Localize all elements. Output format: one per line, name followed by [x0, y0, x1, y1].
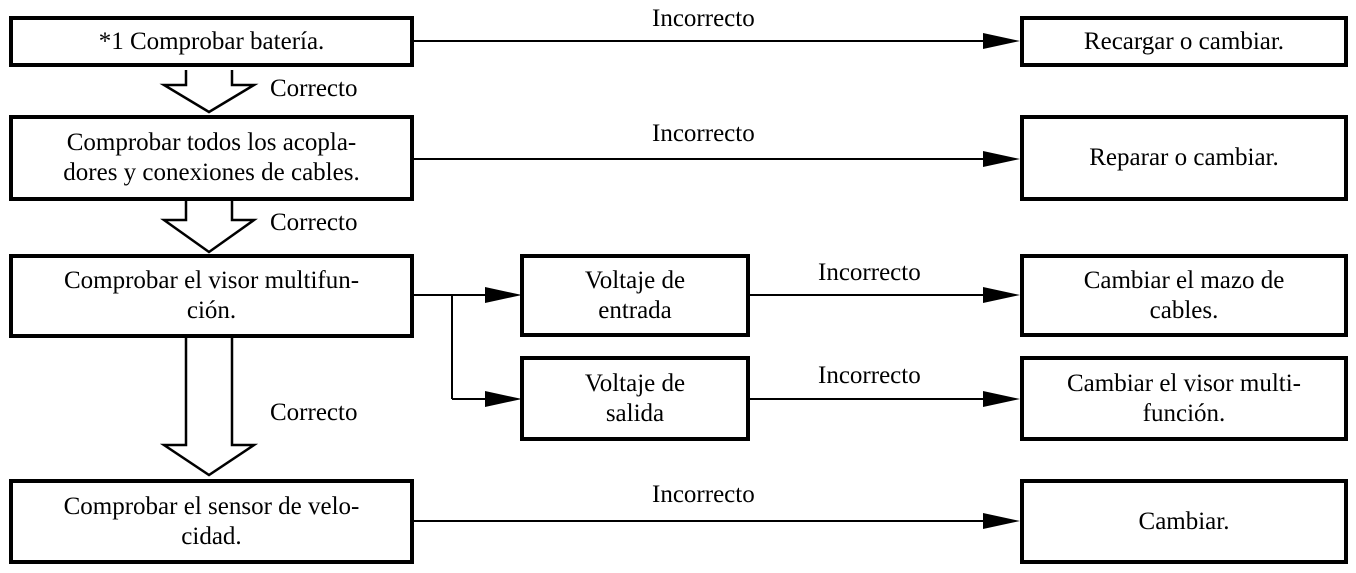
check-couplers-text: Comprobar todos los acopla- dores y cone… — [63, 129, 360, 186]
arrowhead-4 — [983, 391, 1020, 407]
check-display-box: Comprobar el visor multifun- ción. — [9, 254, 414, 338]
check-couplers-box: Comprobar todos los acopla- dores y cone… — [9, 115, 414, 201]
check-display-text: Comprobar el visor multifun- ción. — [63, 267, 360, 324]
result-repair-box: Reparar o cambiar. — [1020, 115, 1348, 201]
check-speed-sensor-box: Comprobar el sensor de velo- cidad. — [9, 479, 414, 564]
result-display-text: Cambiar el visor multi- función. — [1067, 369, 1301, 427]
incorrecto-label-3: Incorrecto — [818, 259, 921, 286]
result-recharge-box: Recargar o cambiar. — [1020, 16, 1348, 67]
arrowhead-2 — [983, 151, 1020, 167]
arrowhead-branch-2 — [485, 391, 522, 407]
arrowhead-branch-1 — [485, 287, 522, 303]
output-voltage-text: Voltaje de salida — [584, 369, 686, 427]
incorrecto-label-2: Incorrecto — [652, 120, 755, 147]
result-harness-text: Cambiar el mazo de cables. — [1083, 266, 1285, 324]
result-recharge-text: Recargar o cambiar. — [1083, 27, 1285, 55]
correcto-label-1: Correcto — [270, 75, 358, 102]
result-replace-box: Cambiar. — [1020, 479, 1348, 564]
check-speed-sensor-text: Comprobar el sensor de velo- cidad. — [63, 492, 360, 550]
correcto-label-2: Correcto — [270, 209, 358, 236]
correcto-arrow-3 — [159, 338, 259, 477]
correcto-arrow-2 — [160, 201, 258, 254]
result-replace-text: Cambiar. — [1138, 507, 1230, 535]
incorrecto-label-1: Incorrecto — [652, 5, 755, 32]
check-battery-box: *1 Comprobar batería. — [9, 16, 414, 67]
arrowhead-5 — [983, 513, 1020, 529]
input-voltage-text: Voltaje de entrada — [584, 266, 686, 324]
incorrecto-label-5: Incorrecto — [652, 481, 755, 508]
output-voltage-box: Voltaje de salida — [520, 356, 750, 441]
input-voltage-box: Voltaje de entrada — [520, 254, 750, 337]
arrowhead-1 — [983, 33, 1020, 49]
incorrecto-label-4: Incorrecto — [818, 362, 921, 389]
correcto-arrow-1 — [159, 70, 259, 114]
check-battery-text: *1 Comprobar batería. — [98, 27, 325, 55]
result-harness-box: Cambiar el mazo de cables. — [1020, 254, 1348, 337]
arrowhead-3 — [983, 287, 1020, 303]
correcto-label-3: Correcto — [270, 399, 358, 426]
result-repair-text: Reparar o cambiar. — [1089, 144, 1279, 171]
result-display-box: Cambiar el visor multi- función. — [1020, 356, 1348, 441]
